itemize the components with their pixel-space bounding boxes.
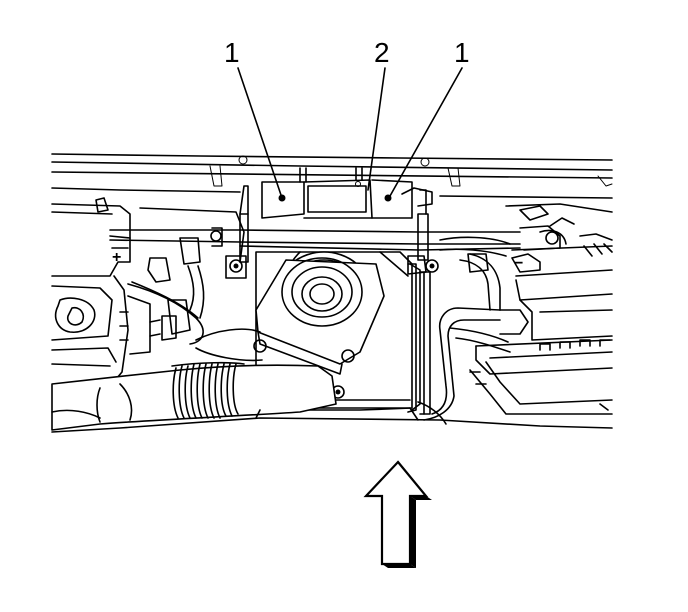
center-bracket xyxy=(261,167,433,219)
right-hoses xyxy=(407,236,529,425)
callout-1-right: 1 xyxy=(454,37,470,68)
front-direction-arrow-icon xyxy=(363,460,432,568)
left-battery-terminal-label: + xyxy=(112,249,121,266)
right-battery-terminal-label: − xyxy=(514,255,523,272)
callout-2: 2 xyxy=(374,37,390,68)
callout-1-left: 1 xyxy=(224,37,240,68)
lower-body-contour xyxy=(51,407,613,433)
cowl-panel xyxy=(51,153,613,199)
right-battery: − xyxy=(469,203,613,415)
callout-leaders xyxy=(237,67,463,197)
air-intake-duct xyxy=(51,328,337,431)
